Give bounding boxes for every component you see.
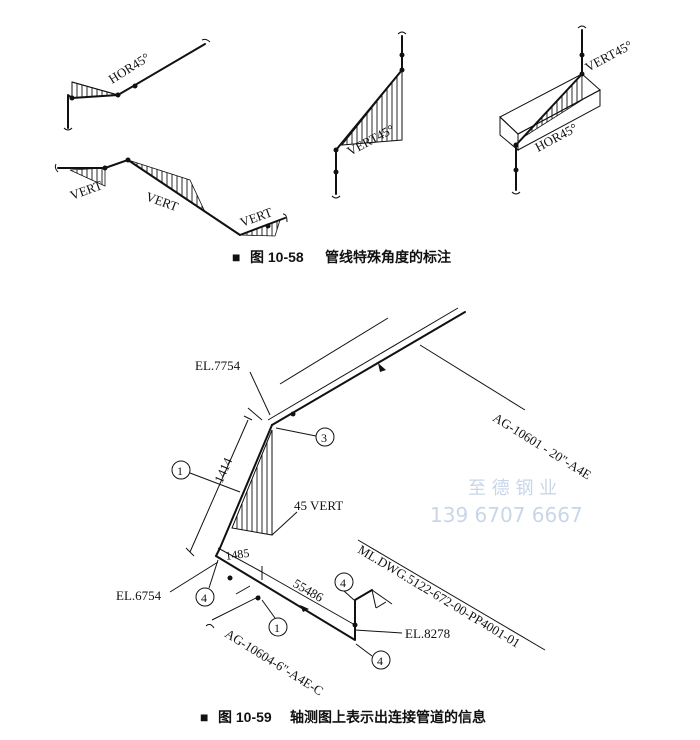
branch-pipe bbox=[215, 555, 373, 641]
callout-4c: 4 bbox=[355, 643, 391, 670]
vert45-label-c: VERT45° bbox=[582, 37, 634, 74]
main-pipe-line bbox=[271, 311, 466, 426]
caption-title: 轴测图上表示出连接管道的信息 bbox=[290, 709, 486, 725]
caption-number: 图 10-59 bbox=[218, 709, 272, 725]
watermark-company: 至 德 钢 业 bbox=[468, 478, 557, 499]
callout-1a: 1 bbox=[171, 460, 241, 493]
hor45-label: HOR45° bbox=[106, 50, 153, 87]
svg-text:4: 4 bbox=[201, 591, 207, 605]
dim-1414: 1414 bbox=[211, 455, 235, 485]
callout-4a: 4 bbox=[195, 559, 219, 607]
caption-title: 管线特殊角度的标注 bbox=[325, 249, 451, 265]
sketch-vert-slopes: VERT VERT VERT bbox=[54, 157, 288, 237]
caption-10-59: ■ 图 10-59 轴测图上表示出连接管道的信息 bbox=[200, 709, 486, 725]
watermark-phone: 139 6707 6667 bbox=[430, 503, 583, 527]
el-8278-label: EL.8278 bbox=[405, 626, 450, 641]
svg-text:3: 3 bbox=[321, 431, 327, 445]
svg-text:4: 4 bbox=[377, 654, 383, 668]
caption-marker: ■ bbox=[232, 249, 240, 265]
svg-text:1: 1 bbox=[177, 464, 183, 478]
el-6754-label: EL.6754 bbox=[116, 588, 162, 603]
caption-10-58: ■ 图 10-58 管线特殊角度的标注 bbox=[232, 249, 451, 265]
vert-hatch-2 bbox=[127, 159, 206, 214]
vert-label-1: VERT bbox=[68, 177, 104, 202]
vert45-hatch-b bbox=[340, 68, 403, 146]
callout-3: 3 bbox=[275, 427, 335, 447]
drop-pipe bbox=[215, 424, 273, 557]
box-hatch bbox=[521, 72, 583, 139]
caption-number: 图 10-58 bbox=[250, 249, 304, 265]
caption-marker: ■ bbox=[200, 709, 208, 725]
vert45-label: 45 VERT bbox=[294, 498, 343, 513]
figure-10-58: HOR45° VERT45° V bbox=[54, 25, 635, 265]
sketch-box-c: VERT45° HOR45° bbox=[499, 25, 635, 195]
dim-1485: 1485 bbox=[224, 546, 250, 563]
svg-text:1: 1 bbox=[274, 621, 280, 635]
main-line-label: AG-10601 - 20"-A4E bbox=[490, 410, 594, 483]
vert45-hatch-main bbox=[231, 429, 273, 536]
dim-55486: 55486 bbox=[291, 576, 327, 605]
callout-4b: 4 bbox=[334, 572, 355, 601]
svg-text:4: 4 bbox=[340, 576, 346, 590]
branch-line-label: AG-10604-6"-A4E-C bbox=[222, 626, 326, 699]
vert-hatch-3 bbox=[239, 219, 281, 237]
vert-hatch-1 bbox=[69, 167, 106, 187]
sketch-vert45-b: VERT45° bbox=[331, 31, 407, 199]
callout-1b: 1 bbox=[261, 599, 288, 637]
el-7754-label: EL.7754 bbox=[195, 358, 241, 373]
sketch-hor45-a: HOR45° bbox=[63, 38, 211, 131]
watermark: 至 德 钢 业 139 6707 6667 bbox=[430, 478, 583, 527]
